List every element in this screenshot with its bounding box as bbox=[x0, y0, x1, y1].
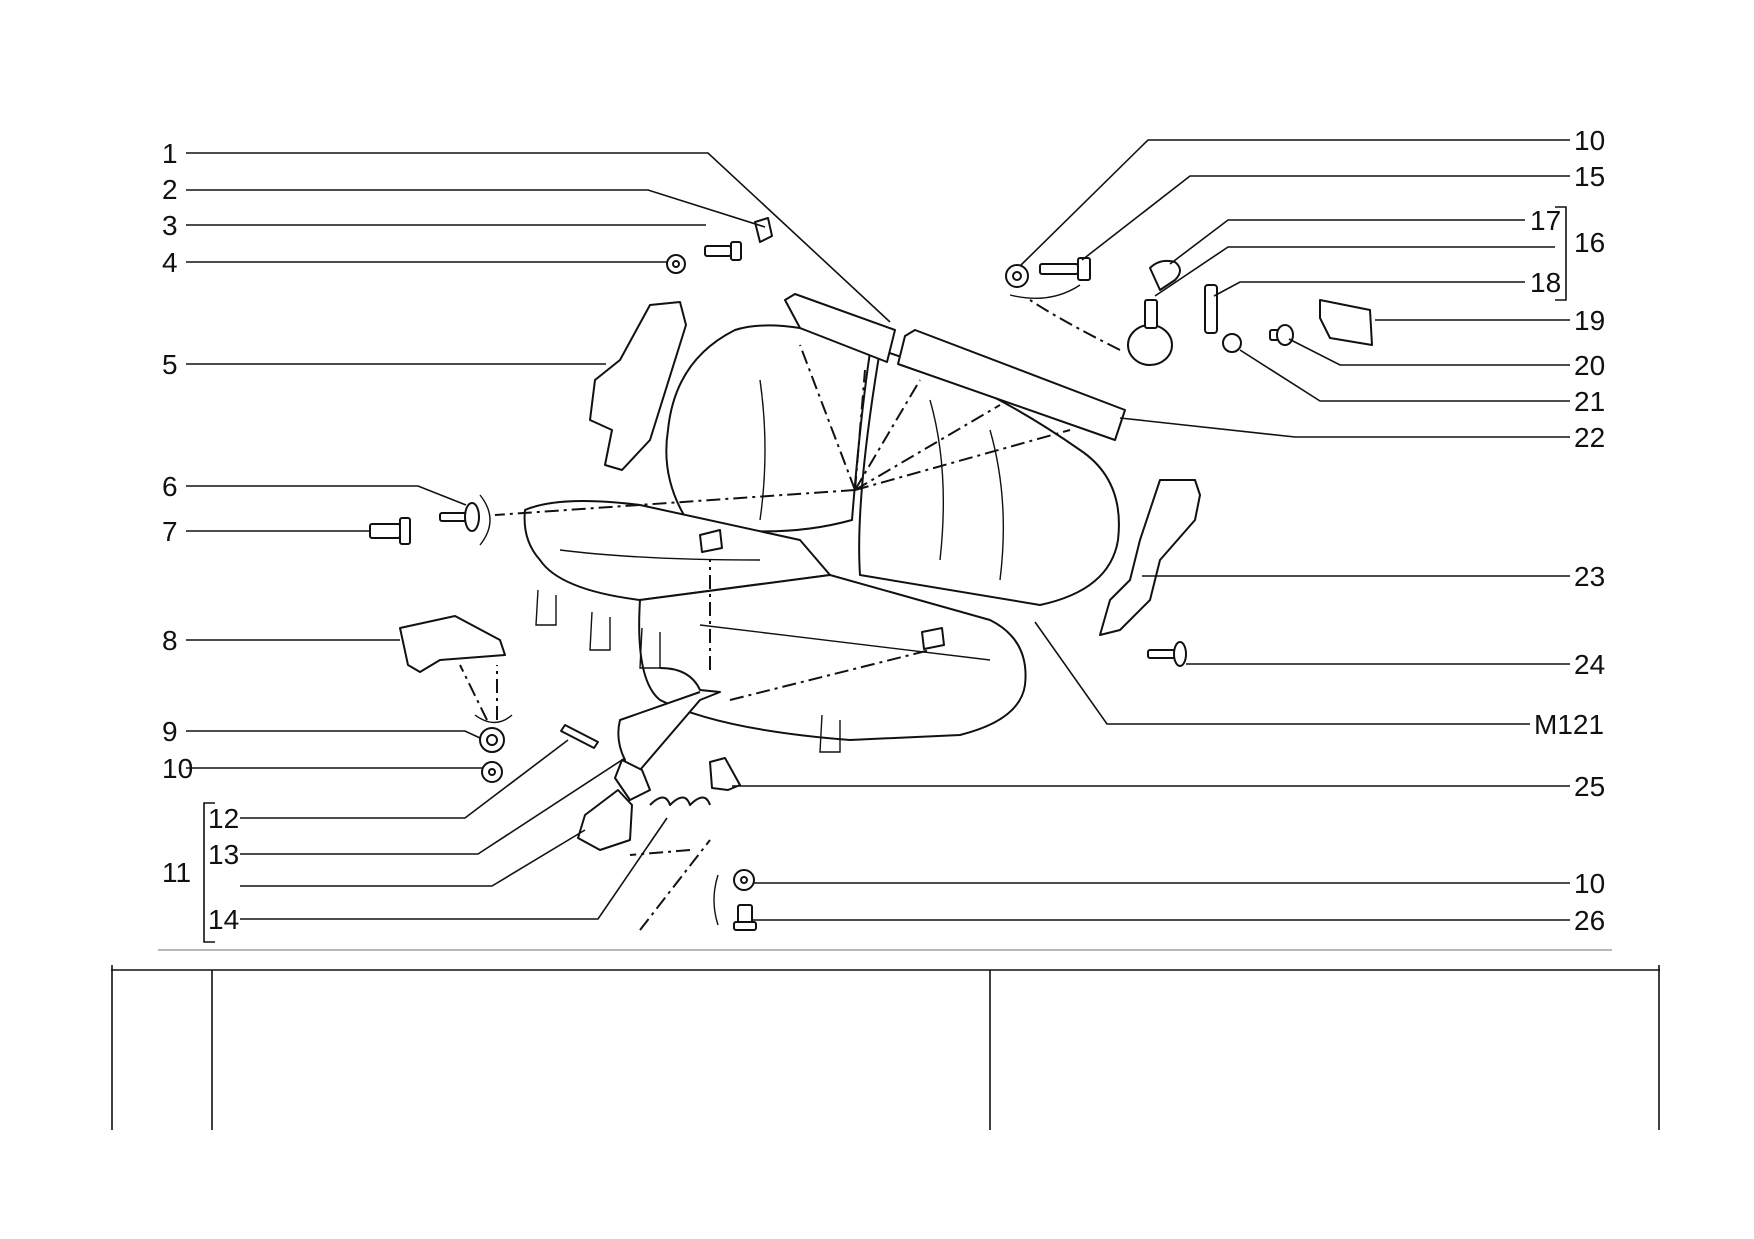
callout-13: 13 bbox=[208, 839, 239, 870]
callout-10-left: 10 bbox=[162, 753, 193, 784]
callout-23: 23 bbox=[1574, 561, 1605, 592]
callout-21: 21 bbox=[1574, 386, 1605, 417]
callout-5: 5 bbox=[162, 349, 178, 380]
callout-3: 3 bbox=[162, 210, 178, 241]
callout-2: 2 bbox=[162, 174, 178, 205]
callout-15: 15 bbox=[1574, 161, 1605, 192]
callout-11: 11 bbox=[162, 857, 191, 888]
callout-9: 9 bbox=[162, 716, 178, 747]
callout-18: 18 bbox=[1530, 267, 1561, 298]
panel-part-22 bbox=[897, 329, 1126, 441]
bracket-16 bbox=[1555, 206, 1567, 301]
callout-4: 4 bbox=[162, 247, 178, 278]
callout-16: 16 bbox=[1574, 227, 1605, 258]
callout-25: 25 bbox=[1574, 771, 1605, 802]
callout-24: 24 bbox=[1574, 649, 1605, 680]
panel-part-1 bbox=[784, 293, 896, 363]
callout-10-bottom: 10 bbox=[1574, 868, 1605, 899]
callout-6: 6 bbox=[162, 471, 178, 502]
callout-17: 17 bbox=[1530, 205, 1561, 236]
callout-7: 7 bbox=[162, 516, 178, 547]
leaders-right bbox=[732, 139, 1570, 921]
callout-22: 22 bbox=[1574, 422, 1605, 453]
title-block-frame bbox=[111, 949, 1660, 1130]
bracket-11 bbox=[203, 802, 215, 943]
callout-1: 1 bbox=[162, 138, 178, 169]
callout-10-top: 10 bbox=[1574, 125, 1605, 156]
callout-12: 12 bbox=[208, 803, 239, 834]
callout-20: 20 bbox=[1574, 350, 1605, 381]
callout-14: 14 bbox=[208, 904, 239, 935]
callout-19: 19 bbox=[1574, 305, 1605, 336]
callout-8: 8 bbox=[162, 625, 178, 656]
callout-m121: M121 bbox=[1534, 709, 1604, 740]
callout-26: 26 bbox=[1574, 905, 1605, 936]
leaders-left bbox=[186, 152, 891, 920]
